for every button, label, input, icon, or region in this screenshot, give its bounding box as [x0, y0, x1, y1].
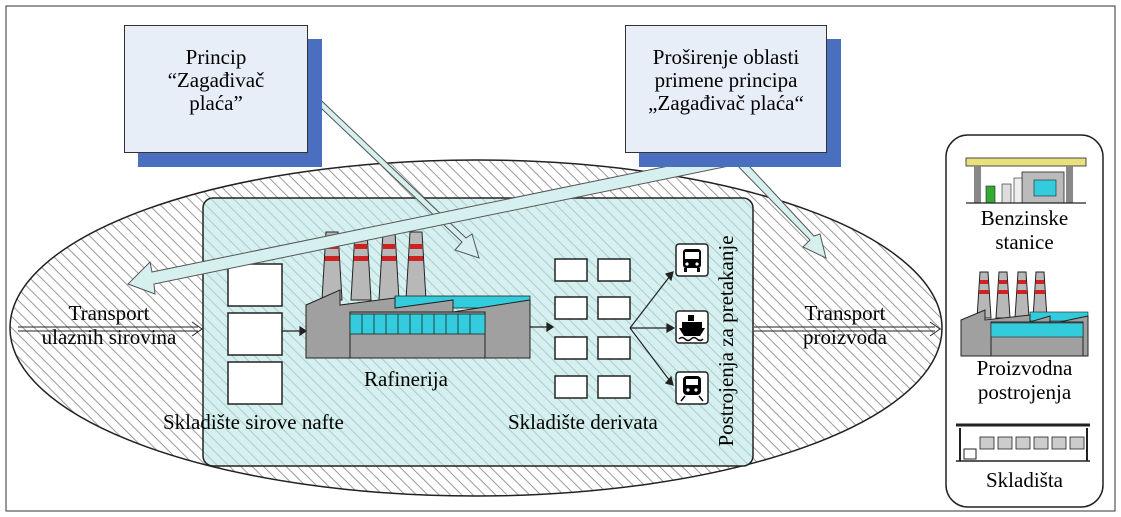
gas-stations-label: Benzinske stanice [946, 206, 1103, 254]
callout-line: plaća” [189, 91, 243, 115]
derivative-storage-label: Skladište derivata [508, 410, 658, 434]
crude-tank [227, 361, 283, 405]
extension-callout-text: Proširenje oblasti primene principa „Zag… [626, 46, 826, 115]
derivative-tank [597, 336, 631, 360]
transport-out-label: Transport proizvoda [770, 301, 920, 349]
legend-line: postrojenja [977, 380, 1072, 404]
crude-tank [227, 312, 283, 356]
derivative-tank [597, 375, 631, 399]
ship-icon [675, 310, 709, 344]
label-line: Transport [68, 301, 150, 325]
frame-border [5, 5, 1116, 512]
crude-storage-tanks [227, 263, 283, 405]
bus-icon [675, 243, 709, 277]
refinery-label: Rafinerija [364, 367, 448, 391]
derivative-storage-tanks [554, 258, 631, 399]
legend-line: stanice [995, 230, 1054, 254]
callout-line: „Zagađivač plaća“ [648, 91, 804, 115]
train-icon [675, 371, 709, 405]
crude-storage-label: Skladište sirove nafte [163, 410, 344, 434]
transport-in-label: Transport ulaznih sirovina [14, 301, 204, 349]
flow-arrows [282, 321, 555, 337]
callout-line: primene principa [654, 68, 798, 92]
crude-tank [227, 263, 283, 307]
callout-line: Princip [185, 45, 247, 69]
transfer-facilities-label: Postrojenja za pretakanje [714, 235, 738, 447]
derivative-tank [554, 258, 588, 282]
warehouses-label: Skladišta [986, 468, 1063, 492]
callout-line: Proširenje oblasti [652, 45, 800, 69]
principle-callout-text: Princip “Zagađivač plaća” [125, 46, 307, 115]
legend-line: Benzinske [980, 206, 1069, 230]
legend-line: Proizvodna [976, 356, 1073, 380]
transport-out-arrow [754, 321, 941, 337]
extension-pointer-arrow-short [729, 151, 827, 259]
production-plants-label: Proizvodna postrojenja [946, 356, 1103, 404]
extension-callout: Proširenje oblasti primene principa „Zag… [625, 25, 827, 153]
factory-icon [960, 271, 1089, 357]
derivative-tank [554, 336, 588, 360]
gas-station-icon [965, 157, 1087, 204]
extension-pointer-arrow-long [127, 153, 730, 295]
principle-callout: Princip “Zagađivač plaća” [124, 25, 308, 153]
derivative-tank [597, 258, 631, 282]
transport-in-arrow [18, 321, 203, 337]
distribution-arrows [629, 271, 676, 386]
label-line: proizvoda [803, 325, 887, 349]
derivative-tank [554, 296, 588, 320]
label-line: ulaznih sirovina [41, 325, 177, 349]
callout-line: “Zagađivač [167, 68, 265, 92]
derivative-tank [597, 296, 631, 320]
derivative-tank [554, 375, 588, 399]
label-line: Transport [804, 301, 886, 325]
warehouse-icon [956, 423, 1090, 462]
